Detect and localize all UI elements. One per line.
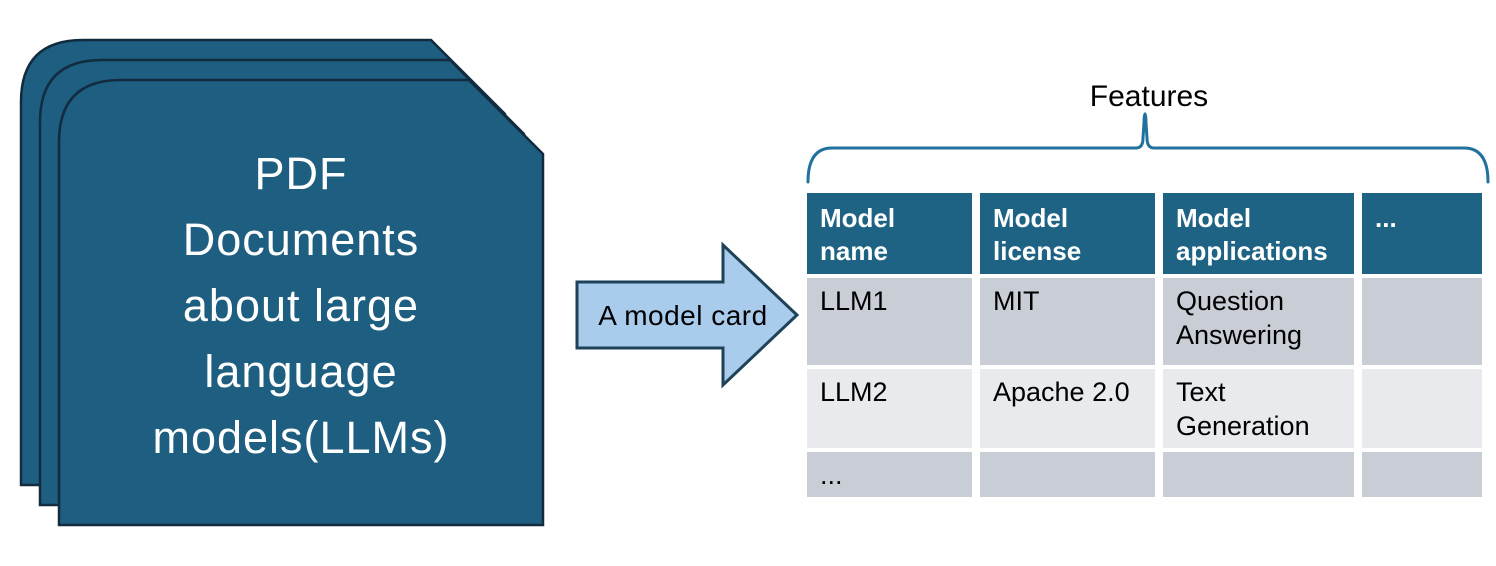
arrow-label: A model card (598, 300, 768, 331)
pdf-documents-label-line: models(LLMs) (152, 411, 450, 463)
column-header-model-applications: Model applications (1163, 193, 1354, 274)
column-header-model-license: Model license (980, 193, 1155, 274)
column-header-model-name: Model name (807, 193, 972, 274)
table-cell: Apache 2.0 (980, 369, 1155, 448)
table-cell (1362, 369, 1482, 448)
column-header-ellipsis: ... (1362, 193, 1482, 274)
features-brace (806, 112, 1490, 184)
pdf-documents-label-line: about large (182, 279, 420, 331)
table-cell: LLM2 (807, 369, 972, 448)
pdf-documents-label-line: PDF (254, 147, 348, 199)
table-cell (980, 452, 1155, 497)
table-cell: LLM1 (807, 278, 972, 365)
pdf-documents-label-line: Documents (182, 213, 420, 265)
table-cell: Text Generation (1163, 369, 1354, 448)
pdf-documents-label: PDF Documents about large language model… (59, 80, 543, 525)
table-cell: ... (807, 452, 972, 497)
model-feature-table: Model name Model license Model applicati… (807, 193, 1482, 497)
table-cell (1362, 278, 1482, 365)
table-cell: Question Answering (1163, 278, 1354, 365)
pdf-documents-label-line: language (204, 345, 398, 397)
table-cell (1362, 452, 1482, 497)
features-label: Features (1089, 80, 1209, 113)
table-cell: MIT (980, 278, 1155, 365)
table-cell (1163, 452, 1354, 497)
